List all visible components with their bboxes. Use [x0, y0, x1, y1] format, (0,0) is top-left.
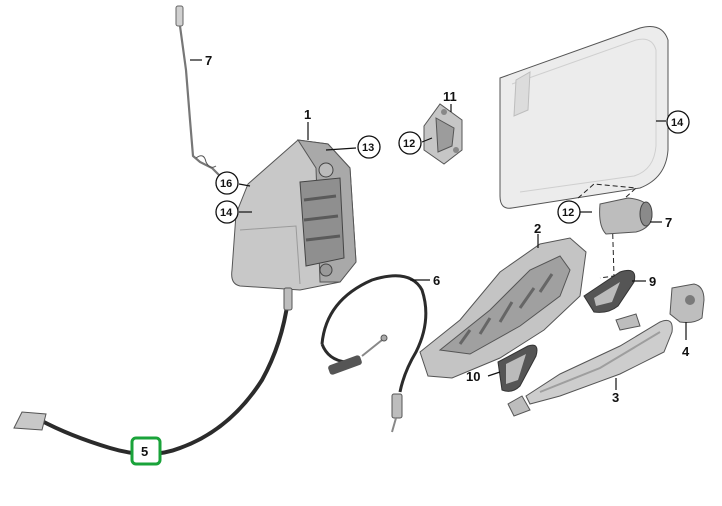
callout-labels: 7 1 13 16 14 11 12 14 12 7: [130, 53, 690, 466]
lock-cylinder-cap: [669, 283, 705, 323]
door-panel: [499, 26, 669, 209]
callout-5-highlight-box: [130, 436, 162, 466]
callout-6: 6: [433, 273, 440, 288]
callout-7: 7: [665, 215, 672, 230]
callout-14-lower: 14: [220, 207, 233, 219]
callout-13: 12: [403, 138, 415, 150]
callout-8: 7: [205, 53, 212, 68]
callout-14-upper: 13: [362, 142, 374, 154]
striker-bracket: [423, 103, 463, 165]
bowden-cable: [320, 274, 428, 433]
callout-16: 16: [220, 178, 232, 190]
outer-door-handle: [507, 313, 673, 417]
callout-4: 4: [682, 344, 690, 359]
operating-cable: [13, 287, 293, 456]
lock-rod: [175, 5, 223, 179]
handle-carrier: [419, 237, 587, 379]
callout-12: 12: [562, 207, 574, 219]
callout-3: 3: [612, 390, 619, 405]
door-lock-assembly: [231, 139, 357, 291]
callout-2: 2: [534, 221, 541, 236]
callout-9: 9: [649, 274, 656, 289]
gasket-front: [583, 269, 636, 313]
callout-15: 14: [671, 117, 684, 129]
callout-10: 10: [466, 369, 480, 384]
callout-11: 11: [443, 89, 457, 104]
lock-cylinder: [577, 183, 653, 279]
callout-1: 1: [304, 107, 311, 122]
callout-5: 5: [141, 444, 148, 459]
gasket-rear: [497, 344, 538, 392]
